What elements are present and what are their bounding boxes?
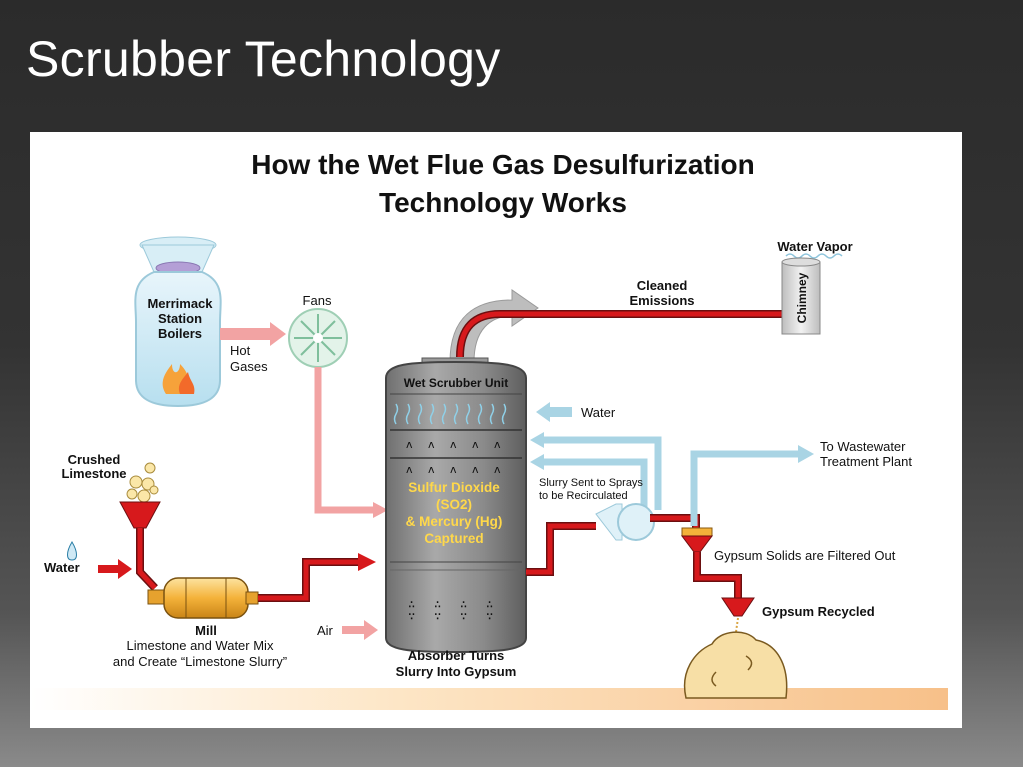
gypsum-pile <box>683 631 788 699</box>
water-vapor-label: Water Vapor <box>777 239 852 254</box>
absorber-caption-2: Slurry Into Gypsum <box>396 664 517 679</box>
fan <box>288 308 348 368</box>
svg-text:ʌ: ʌ <box>450 463 457 476</box>
exhaust-arrow <box>449 289 539 363</box>
chimney-pipe <box>457 311 782 358</box>
svg-text:∴: ∴ <box>486 597 493 611</box>
wastewater-1: To Wastewater <box>820 439 906 454</box>
fans-label: Fans <box>303 293 332 308</box>
boiler-label-2: Station <box>158 311 202 326</box>
svg-text:∵: ∵ <box>434 609 441 623</box>
wastewater-pipe <box>690 450 800 526</box>
chimney-label: Chimney <box>795 272 809 323</box>
svg-text:ʌ: ʌ <box>428 438 435 451</box>
svg-text:∴: ∴ <box>408 597 415 611</box>
fan-to-scrubber-duct <box>314 367 375 514</box>
svg-text:ʌ: ʌ <box>406 463 413 476</box>
diagram-heading-line2: Technology Works <box>379 187 627 218</box>
recirc-pipe-upper <box>542 436 662 510</box>
mill-label: Mill <box>195 623 217 638</box>
cleaned-emissions-2: Emissions <box>629 293 694 308</box>
limestone-rocks <box>126 462 159 503</box>
svg-text:ʌ: ʌ <box>472 438 479 451</box>
gypsum-recycled-label: Gypsum Recycled <box>762 604 875 619</box>
diagram-heading-line1: How the Wet Flue Gas Desulfurization <box>251 149 755 180</box>
boiler-label-1: Merrimack <box>147 296 213 311</box>
svg-text:ʌ: ʌ <box>494 438 501 451</box>
air-label: Air <box>317 623 334 638</box>
scrubber-to-pump-pipe <box>526 523 596 575</box>
hot-gases-label-1: Hot <box>230 343 251 358</box>
fgd-diagram: How the Wet Flue Gas Desulfurization Tec… <box>30 149 948 710</box>
mill-desc-2: and Create “Limestone Slurry” <box>113 654 287 669</box>
limestone-funnel <box>119 501 161 529</box>
slurry-to-scrubber-pipe <box>258 559 360 601</box>
vapor-wave <box>785 253 843 259</box>
floor-band <box>30 688 948 710</box>
slide-title: Scrubber Technology <box>26 31 501 87</box>
svg-text:∴: ∴ <box>434 597 441 611</box>
hot-gases-label-2: Gases <box>230 359 268 374</box>
svg-text:∵: ∵ <box>460 609 467 623</box>
captured-line4: Captured <box>424 531 483 546</box>
filter-to-recycle-pipe <box>694 552 741 598</box>
water-in-mill-arrow <box>98 559 132 579</box>
hot-gas-arrow <box>220 322 286 346</box>
water-top-label: Water <box>581 405 616 420</box>
water-left-label: Water <box>44 560 80 575</box>
captured-line1: Sulfur Dioxide <box>408 480 500 495</box>
air-arrow <box>342 620 378 640</box>
svg-text:ʌ: ʌ <box>428 463 435 476</box>
mill-desc-1: Limestone and Water Mix <box>127 638 274 653</box>
scrubber-to-pump-pipe-outline <box>526 522 596 576</box>
recirc-pump <box>595 503 655 541</box>
crushed-limestone-2: Limestone <box>61 466 126 481</box>
cleaned-emissions-1: Cleaned <box>637 278 688 293</box>
fan-duct-arrowhead <box>373 502 388 518</box>
svg-text:ʌ: ʌ <box>494 463 501 476</box>
slurry-sprays-2: to be Recirculated <box>539 490 628 502</box>
slurry-sprays-1: Slurry Sent to Sprays <box>539 477 643 489</box>
boiler <box>134 236 222 408</box>
diagram-panel: How the Wet Flue Gas Desulfurization Tec… <box>30 132 962 728</box>
svg-text:∴: ∴ <box>460 597 467 611</box>
svg-text:ʌ: ʌ <box>472 463 479 476</box>
chimney <box>781 261 821 335</box>
captured-line3: & Mercury (Hg) <box>406 514 503 529</box>
boiler-label-3: Boilers <box>158 326 202 341</box>
scrubber-unit-label: Wet Scrubber Unit <box>404 376 508 390</box>
captured-line2: (SO2) <box>436 497 472 512</box>
slurry-arrowhead <box>358 553 376 571</box>
gypsum-filter <box>681 527 713 553</box>
svg-text:ʌ: ʌ <box>406 438 413 451</box>
chimney-pipe-outline <box>456 310 782 358</box>
absorber-caption-1: Absorber Turns <box>408 648 505 663</box>
gypsum-recycle-funnel <box>721 597 755 617</box>
svg-text:∵: ∵ <box>486 609 493 623</box>
recirc-pipe-lower <box>542 458 648 510</box>
wastewater-2: Treatment Plant <box>820 454 912 469</box>
svg-text:ʌ: ʌ <box>450 438 457 451</box>
water-drop-icon <box>67 541 77 561</box>
gypsum-filtered-label: Gypsum Solids are Filtered Out <box>714 548 896 563</box>
svg-text:∵: ∵ <box>408 609 415 623</box>
water-in-arrow <box>536 402 572 422</box>
mill <box>147 577 259 619</box>
crushed-limestone-1: Crushed <box>68 452 121 467</box>
limestone-feed-pipe <box>137 528 157 590</box>
